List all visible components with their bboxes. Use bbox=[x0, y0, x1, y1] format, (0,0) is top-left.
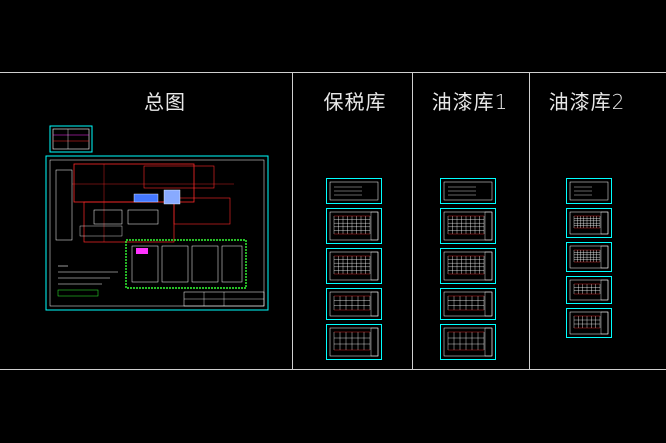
drawing-sheet-5[interactable] bbox=[566, 308, 612, 338]
section-title-bonded[interactable]: 保税库 bbox=[323, 90, 387, 114]
section-divider-1 bbox=[292, 72, 293, 370]
drawing-sheet-4[interactable] bbox=[440, 288, 496, 320]
bonded-warehouse-sheets[interactable] bbox=[326, 178, 382, 364]
drawing-sheet-5[interactable] bbox=[440, 324, 496, 360]
drawing-sheet-1[interactable] bbox=[326, 178, 382, 204]
drawing-sheet-1[interactable] bbox=[566, 178, 612, 204]
drawing-sheet-5[interactable] bbox=[326, 324, 382, 360]
drawing-sheet-3[interactable] bbox=[326, 248, 382, 284]
section-divider-3 bbox=[529, 72, 530, 370]
section-title-paint2[interactable]: 油漆库2 bbox=[548, 90, 626, 114]
section-title-overview[interactable]: 总图 bbox=[144, 90, 186, 114]
drawing-sheet-1[interactable] bbox=[440, 178, 496, 204]
drawing-sheet-2[interactable] bbox=[440, 208, 496, 244]
drawing-sheet-4[interactable] bbox=[326, 288, 382, 320]
paint-warehouse-2-sheets[interactable] bbox=[566, 178, 612, 342]
paint-warehouse-1-sheets[interactable] bbox=[440, 178, 496, 364]
site-plan-drawing[interactable] bbox=[44, 124, 274, 314]
drawing-sheet-2[interactable] bbox=[326, 208, 382, 244]
drawing-sheet-3[interactable] bbox=[440, 248, 496, 284]
section-divider-2 bbox=[412, 72, 413, 370]
drawing-sheet-4[interactable] bbox=[566, 276, 612, 304]
section-title-paint1[interactable]: 油漆库1 bbox=[431, 90, 509, 114]
drawing-sheet-2[interactable] bbox=[566, 208, 612, 238]
drawing-sheet-3[interactable] bbox=[566, 242, 612, 272]
layout-frame bbox=[0, 72, 666, 370]
